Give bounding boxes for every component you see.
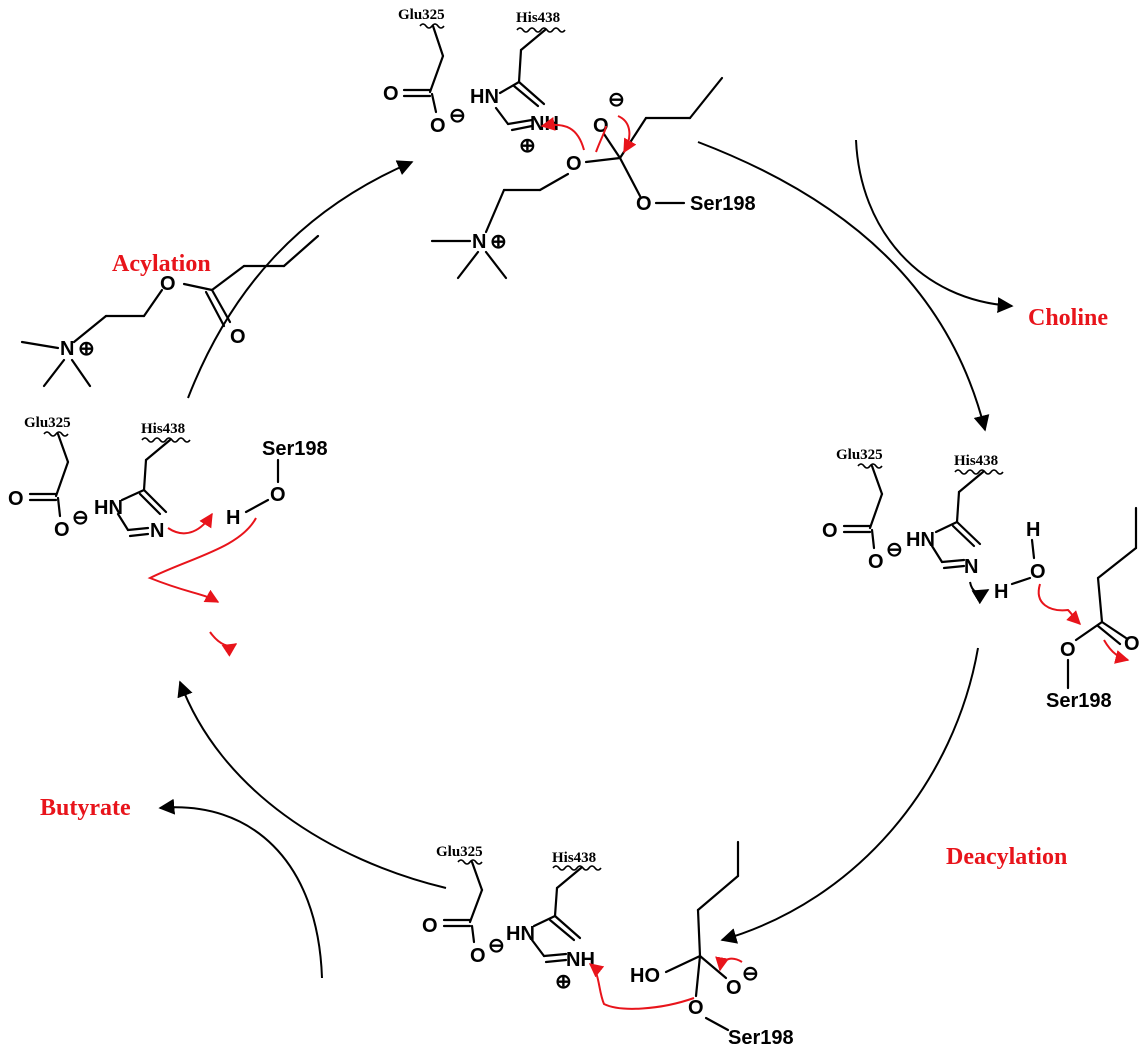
arrow-to-deacylation-substrate: [697, 141, 990, 432]
svg-text:O: O: [1060, 639, 1076, 661]
svg-text:H: H: [226, 507, 240, 529]
electron-arrow: [969, 581, 990, 605]
charge-plus: ⊕: [519, 135, 536, 157]
arrow-acylation: [187, 160, 414, 399]
electron-arrow: [147, 517, 257, 603]
cycle-arrows: [158, 139, 1014, 979]
svg-text:N: N: [60, 338, 74, 360]
residue-glu-left: Glu325: [24, 415, 71, 431]
svg-text:O: O: [383, 83, 399, 105]
svg-text:O: O: [868, 551, 884, 573]
structure-acyl-enzyme: Glu325 O O ⊖ His438 HN N H O H O O: [822, 447, 1140, 712]
electron-arrow: [167, 512, 213, 535]
svg-text:O: O: [270, 484, 286, 506]
residue-glu-top: Glu325: [398, 7, 445, 23]
charge-plus: ⊕: [555, 971, 572, 993]
structure-acylation-intermediate: Glu325 O O ⊖ His438 HN NH ⊕ O ⊖ O N: [383, 7, 756, 280]
residue-ser-right: Ser198: [1046, 690, 1112, 712]
svg-text:N: N: [150, 520, 164, 542]
svg-text:O: O: [230, 326, 246, 348]
svg-text:HN: HN: [94, 497, 123, 519]
residue-ser-bottom: Ser198: [728, 1027, 794, 1048]
residue-his-left: His438: [141, 421, 185, 437]
svg-text:N: N: [472, 231, 486, 253]
residue-glu-bottom: Glu325: [436, 844, 483, 860]
residue-his-bottom: His438: [552, 850, 596, 866]
charge-minus: ⊖: [608, 89, 625, 111]
svg-text:O: O: [8, 488, 24, 510]
stage-labels: Acylation Choline Deacylation Butyrate: [40, 251, 1108, 870]
svg-text:O: O: [726, 977, 742, 999]
structure-enzyme-substrate: Glu325 O O ⊖ His438 HN N Ser198 O H O: [8, 234, 328, 657]
residue-his-top: His438: [516, 10, 560, 26]
charge-minus: ⊖: [449, 105, 466, 127]
svg-text:O: O: [822, 520, 838, 542]
svg-text:O: O: [160, 273, 176, 295]
charge-plus: ⊕: [490, 231, 507, 253]
svg-text:HN: HN: [906, 529, 935, 551]
electron-arrow: [617, 115, 637, 154]
arrow-regeneration: [177, 680, 447, 889]
residue-ser-left: Ser198: [262, 438, 328, 460]
charge-minus: ⊖: [886, 539, 903, 561]
label-deacylation: Deacylation: [946, 844, 1067, 870]
svg-text:H: H: [994, 581, 1008, 603]
residue-his-right: His438: [954, 453, 998, 469]
arrow-butyrate-release: [158, 798, 323, 979]
svg-text:O: O: [566, 153, 582, 175]
svg-text:HN: HN: [470, 86, 499, 108]
residue-ser-top: Ser198: [690, 193, 756, 215]
charge-plus: ⊕: [78, 338, 95, 360]
svg-text:O: O: [636, 193, 652, 215]
electron-arrow: [1103, 639, 1130, 664]
structure-deacylation-intermediate: Glu325 O O ⊖ His438 HN NH ⊕ HO O ⊖ O Ser: [422, 840, 794, 1048]
charge-minus: ⊖: [488, 935, 505, 957]
svg-text:O: O: [470, 945, 486, 967]
label-choline: Choline: [1028, 305, 1108, 331]
electron-arrow: [209, 631, 238, 657]
electron-arrow: [588, 963, 695, 1010]
charge-minus: ⊖: [742, 963, 759, 985]
svg-text:O: O: [1124, 633, 1140, 655]
svg-text:NH: NH: [566, 949, 595, 971]
arrow-choline-release: [855, 139, 1014, 314]
svg-text:N: N: [964, 556, 978, 578]
svg-text:H: H: [1026, 519, 1040, 541]
svg-text:HO: HO: [630, 965, 660, 987]
svg-text:O: O: [54, 519, 70, 541]
label-acylation: Acylation: [112, 251, 211, 277]
arrow-deacylation: [720, 647, 979, 944]
electron-arrow: [1037, 583, 1081, 625]
electron-arrow: [715, 956, 743, 972]
svg-text:O: O: [688, 997, 704, 1019]
svg-text:HN: HN: [506, 923, 535, 945]
electron-arrow: [595, 125, 607, 153]
svg-text:O: O: [1030, 561, 1046, 583]
residue-glu-right: Glu325: [836, 447, 883, 463]
svg-text:O: O: [422, 915, 438, 937]
charge-minus: ⊖: [72, 507, 89, 529]
electron-arrow: [540, 117, 585, 151]
label-butyrate: Butyrate: [40, 795, 131, 821]
svg-text:O: O: [430, 115, 446, 137]
